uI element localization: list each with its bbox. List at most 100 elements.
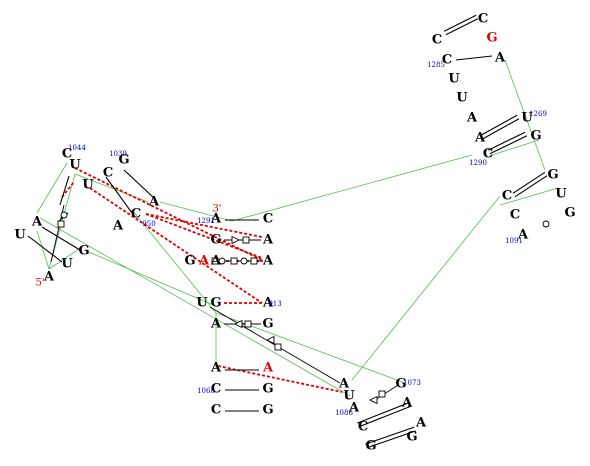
- residue-number: 1044: [68, 144, 86, 152]
- backbone-segment: [131, 209, 217, 314]
- residue-number: 1285: [427, 61, 445, 69]
- watson-crick-circle-icon: [542, 220, 550, 228]
- residue-number: 1068: [197, 387, 215, 395]
- nucleotide: C: [211, 403, 221, 418]
- nucleotide: U: [196, 296, 208, 311]
- residue-number: 950: [142, 220, 155, 228]
- nucleotide: G: [184, 254, 195, 269]
- base-pair-line: [366, 430, 416, 449]
- residue-number: 1291: [197, 217, 215, 225]
- tertiary-interactions: [61, 167, 343, 393]
- nucleotide: G: [365, 439, 376, 454]
- nucleotide: U: [555, 187, 567, 202]
- nucleotide: A: [198, 254, 210, 269]
- nucleotide: A: [494, 51, 506, 66]
- residue-number: 1091: [505, 237, 523, 245]
- backbone-segment: [351, 195, 501, 381]
- nucleotide: C: [131, 207, 141, 222]
- backbone-layer: [36, 59, 559, 397]
- nucleotide: G: [210, 233, 221, 248]
- nucleotide: A: [112, 219, 124, 234]
- nucleotide: G: [406, 430, 417, 445]
- nucleotide: A: [31, 215, 43, 230]
- watson-crick-circle-icon: [240, 257, 248, 265]
- base-pair-line: [487, 131, 526, 151]
- nucleotide: A: [517, 228, 529, 243]
- nucleotide: A: [401, 396, 413, 411]
- base-pair-line: [365, 426, 415, 445]
- backbone-segment: [36, 230, 50, 270]
- nucleotide: C: [478, 12, 488, 27]
- backbone-segment: [36, 162, 68, 214]
- backbone-segment: [504, 59, 546, 171]
- hoogsteen-square-icon: [378, 390, 386, 398]
- nucleotide: G: [78, 244, 89, 259]
- base-pair-line: [489, 135, 528, 155]
- nucleotide: A: [43, 270, 55, 285]
- backbone-segment: [39, 217, 351, 397]
- nucleotide: C: [263, 212, 273, 227]
- base-pair-line: [27, 235, 63, 263]
- base-pair-line: [105, 176, 133, 214]
- tertiary-interaction: [89, 187, 263, 304]
- sugar-edge-triangle-icon: [231, 235, 241, 245]
- nucleotide: G: [547, 168, 558, 183]
- residue-number: 913: [268, 300, 281, 308]
- base-pair-line: [59, 175, 70, 206]
- nucleotide: A: [210, 317, 222, 332]
- tertiary-interaction: [61, 181, 75, 198]
- nucleotide: A: [148, 195, 160, 210]
- nucleotide: C: [442, 53, 452, 68]
- tertiary-interaction: [74, 167, 263, 261]
- base-pair-line: [512, 171, 546, 194]
- nucleotide: C: [510, 208, 520, 223]
- hoogsteen-square-icon: [250, 257, 258, 265]
- base-pair-line: [358, 405, 412, 428]
- nucleotide: A: [338, 377, 350, 392]
- nucleotide: C: [358, 420, 368, 435]
- base-pair-line: [480, 114, 518, 136]
- residue-number: 1073: [403, 379, 421, 387]
- nucleotide: U: [69, 158, 81, 173]
- nucleotide: G: [262, 403, 273, 418]
- nucleotide: A: [415, 416, 427, 431]
- nucleotide: A: [262, 233, 274, 248]
- nucleotide: G: [486, 31, 497, 46]
- nucleotide: C: [62, 147, 72, 162]
- residue-number: 1039: [109, 150, 127, 158]
- nucleotide: U: [14, 228, 26, 243]
- sugar-edge-triangle-icon: [368, 395, 378, 405]
- watson-crick-circle-icon: [218, 257, 226, 265]
- nucleotide: A: [348, 401, 360, 416]
- nucleotide: U: [521, 111, 533, 126]
- nucleotide: C: [502, 189, 512, 204]
- hoogsteen-square-icon: [57, 220, 65, 228]
- nucleotide: U: [82, 178, 94, 193]
- nucleotide: C: [103, 166, 113, 181]
- nucleotide: A: [474, 131, 486, 146]
- nucleotide: A: [210, 212, 222, 227]
- nucleotide: A: [262, 296, 274, 311]
- nucleotide: C: [211, 382, 221, 397]
- nucleotide: G: [262, 382, 273, 397]
- backbone-segment: [231, 154, 473, 222]
- three-prime-end-label: 3': [212, 204, 221, 215]
- base-pair-line: [123, 169, 155, 199]
- hoogsteen-square-icon: [230, 257, 238, 265]
- tertiary-interaction: [145, 213, 263, 259]
- backbone-segment: [48, 246, 83, 270]
- residue-number: 1086: [335, 409, 353, 417]
- hoogsteen-square-icon: [244, 320, 252, 328]
- nucleotide: A: [466, 111, 478, 126]
- nucleotide: G: [262, 317, 273, 332]
- backbone-segment: [488, 139, 540, 157]
- hoogsteen-square-icon: [274, 343, 282, 351]
- hoogsteen-square-icon: [242, 236, 250, 244]
- hoogsteen-square-icon: [211, 257, 219, 265]
- base-pair-line: [445, 18, 479, 36]
- five-prime-end-label: 5': [35, 278, 44, 289]
- base-pairs: [27, 14, 550, 449]
